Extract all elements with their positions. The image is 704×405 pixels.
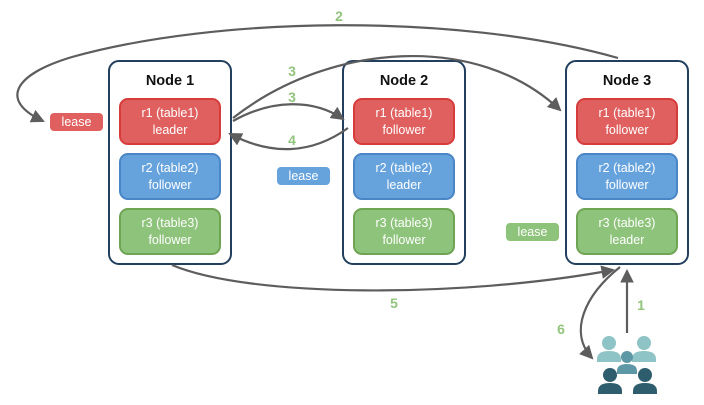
replica-role: follower — [382, 122, 426, 137]
node-1: Node 1 r1 (table1) leader r2 (table2) fo… — [108, 60, 232, 265]
step-label-6: 6 — [557, 321, 565, 337]
node-1-title: Node 1 — [145, 73, 195, 89]
node2-r2-leader: r2 (table2) leader — [353, 153, 455, 200]
replica-role: follower — [148, 177, 192, 192]
replica-name: r3 (table3) — [598, 216, 656, 231]
node-2-title: Node 2 — [379, 73, 429, 89]
step-label-3a: 3 — [288, 63, 296, 79]
lease-badge-red: lease — [48, 111, 105, 133]
node1-r1-leader: r1 (table1) leader — [119, 98, 221, 145]
arrow-step5-node1-to-node3 — [171, 263, 616, 292]
replica-role: follower — [605, 122, 649, 137]
replica-name: r2 (table2) — [141, 161, 199, 176]
node1-r3-follower: r3 (table3) follower — [119, 208, 221, 255]
step-label-5: 5 — [390, 295, 398, 311]
replica-name: r3 (table3) — [375, 216, 433, 231]
node2-r1-follower: r1 (table1) follower — [353, 98, 455, 145]
node3-r3-leader: r3 (table3) leader — [576, 208, 678, 255]
replica-name: r2 (table2) — [598, 161, 656, 176]
step-label-1: 1 — [637, 297, 645, 313]
person-icon — [632, 336, 656, 362]
replica-name: r2 (table2) — [375, 161, 433, 176]
node1-r2-follower: r2 (table2) follower — [119, 153, 221, 200]
replica-role: leader — [386, 177, 422, 192]
node-2: Node 2 r1 (table1) follower r2 (table2) … — [342, 60, 466, 265]
replica-role: leader — [152, 122, 188, 137]
person-icon — [617, 351, 637, 374]
lease-badge-green: lease — [504, 221, 561, 243]
lease-badge-blue: lease — [275, 165, 332, 187]
replica-role: leader — [609, 232, 645, 247]
node3-r1-follower: r1 (table1) follower — [576, 98, 678, 145]
replica-role: follower — [382, 232, 426, 247]
replica-name: r1 (table1) — [375, 106, 433, 121]
replica-name: r3 (table3) — [141, 216, 199, 231]
person-icon — [633, 368, 657, 394]
person-icon — [597, 336, 621, 362]
clients-icon — [597, 336, 657, 394]
node-3: Node 3 r1 (table1) follower r2 (table2) … — [565, 60, 689, 265]
replica-name: r1 (table1) — [141, 106, 199, 121]
arrow-step6-node3-to-clients — [579, 266, 621, 360]
arrow-step3-node1r1-to-node2r1 — [232, 103, 345, 122]
node2-r3-follower: r3 (table3) follower — [353, 208, 455, 255]
step-label-4: 4 — [288, 132, 296, 148]
replica-name: r1 (table1) — [598, 106, 656, 121]
replica-role: follower — [605, 177, 649, 192]
step-label-2: 2 — [335, 8, 343, 24]
person-icon — [598, 368, 622, 394]
node-3-title: Node 3 — [602, 73, 652, 89]
node3-r2-follower: r2 (table2) follower — [576, 153, 678, 200]
step-label-3b: 3 — [288, 89, 296, 105]
replica-role: follower — [148, 232, 192, 247]
